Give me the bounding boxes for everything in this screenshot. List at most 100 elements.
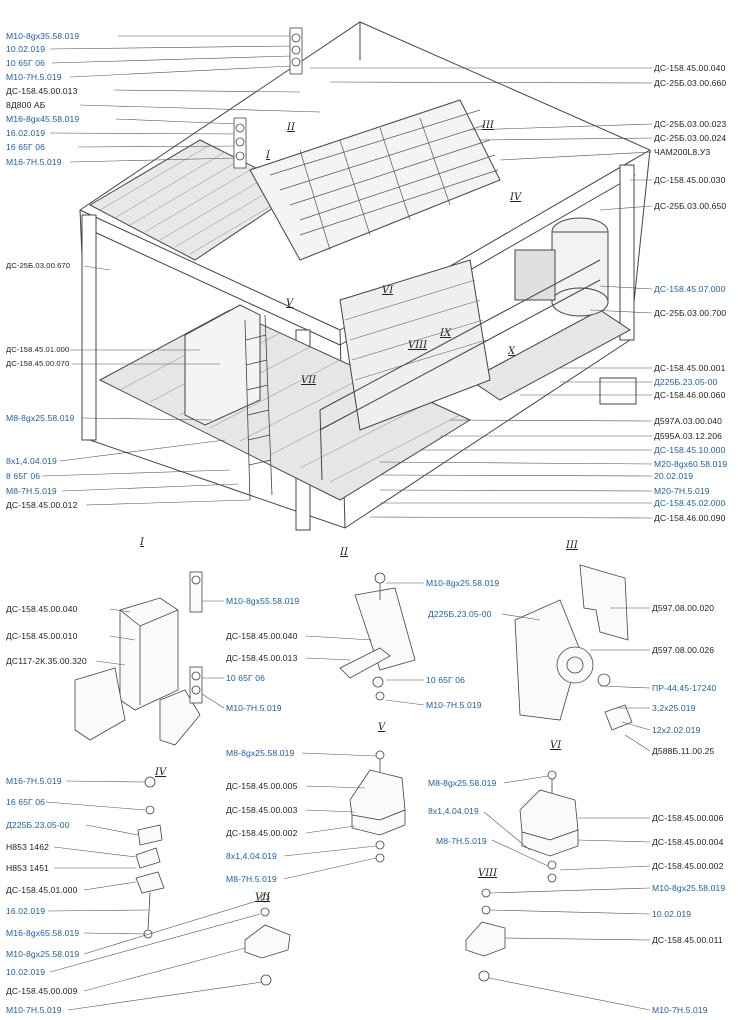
detail-IV-label-1462: Н853 1462 — [6, 842, 49, 852]
detail-VII-drawing — [244, 893, 291, 986]
detail-III-label-d225b: Д225Б.23.05-00 — [428, 609, 492, 619]
detail-V-label-nut: М8-7Н.5.019 — [226, 874, 277, 884]
detail-III-label-020: Д597.08.00.020 — [652, 603, 715, 613]
label-part-070: ДС-158.45.00.070 — [6, 359, 70, 368]
detail-V-label-002: ДС-158.45.00.002 — [226, 828, 298, 838]
detail-II-label-040: ДС-158.45.00.040 — [226, 631, 298, 641]
label-m20-nut: М20-7Н.5.019 — [654, 486, 710, 496]
label-part-650: ДС-25Б.03.00.650 — [654, 201, 727, 211]
label-m16-nut: М16-7Н.5.019 — [6, 157, 62, 167]
label-d225b: Д225Б.23.05-00 — [654, 377, 718, 387]
label-part-013: ДС-158.45.00.013 — [6, 86, 78, 96]
detail-III-label-pin: 3,2х25.019 — [652, 703, 696, 713]
label-washer-16: 16.02.019 — [6, 128, 46, 138]
detail-IV-label-washer: 16.02.019 — [6, 906, 46, 916]
label-8d800: 8Д800 АБ — [6, 100, 46, 110]
detail-III-label-026: Д597.08.00.026 — [652, 645, 715, 655]
detail-II-label-013: ДС-158.45.00.013 — [226, 653, 298, 663]
detail-IV-label-bolt: М16-8gх65.58.019 — [6, 928, 80, 938]
label-part-024: ДС-25Б.03.00.024 — [654, 133, 727, 143]
detail-IV-drawing — [135, 776, 165, 939]
label-m20-bolt: М20-8gх60.58.019 — [654, 459, 728, 469]
label-d597a: Д597А.03.00.040 — [654, 416, 723, 426]
detail-VI-drawing — [519, 770, 579, 883]
label-part-670: ДС-25Б.03.00.670 — [6, 261, 71, 270]
detail-VI-label-washer: 8х1,4.04.019 — [428, 806, 479, 816]
detail-V-label-washer: 8х1,4.04.019 — [226, 851, 277, 861]
detail-II-label-nut: М10-7Н.5.019 — [426, 700, 482, 710]
marker-VIII: VIII — [408, 340, 428, 351]
marker-VI: VI — [382, 285, 394, 296]
detail-VI-label-nut: М8-7Н.5.019 — [436, 836, 487, 846]
detail-IV-title: IV — [155, 767, 167, 778]
label-part-040: ДС-158.45.00.040 — [654, 63, 726, 73]
detail-II-drawing — [339, 572, 416, 701]
label-m8-bolt: М8-8gх25.58.019 — [6, 413, 75, 423]
detail-IV-leaders — [45, 780, 149, 935]
detail-VI-label-bolt: М8-8gх25.58.019 — [428, 778, 497, 788]
label-m8-nut: М8-7Н.5.019 — [6, 486, 57, 496]
detail-V-label-bolt: М8-8gх25.58.019 — [226, 748, 295, 758]
detail-VI-title: VI — [550, 740, 562, 751]
detail-VI-label-004: ДС-158.45.00.004 — [652, 837, 724, 847]
marker-IV: IV — [510, 192, 522, 203]
label-washer-10: 10.02.019 — [6, 44, 46, 54]
label-washer-20: 20.02.019 — [654, 471, 694, 481]
label-spring-washer-8: 8 65Г 06 — [6, 471, 41, 481]
detail-V-title: V — [378, 722, 386, 733]
detail-III-label-d588b: Д588Б.11.00.25 — [652, 746, 715, 756]
detail-VIII-label-bolt: М10-8gх25.58.019 — [652, 883, 726, 893]
label-part-030: ДС-158.45.00.030 — [654, 175, 726, 185]
detail-IV-label-spring: 16 65Г 06 — [6, 797, 46, 807]
detail-I-drawing — [74, 571, 203, 746]
detail-III-label-chain: ПР-44,45-17240 — [652, 683, 717, 693]
label-spring-washer-10: 10 65Г 06 — [6, 58, 46, 68]
label-m16-bolt: М16-8gх45.58.019 — [6, 114, 80, 124]
detail-III-drawing — [514, 564, 633, 731]
label-part-700: ДС-25Б.03.00.700 — [654, 308, 727, 318]
detail-III-leaders — [501, 607, 651, 752]
detail-I-title: I — [140, 537, 144, 548]
detail-VI-leaders — [483, 775, 651, 871]
detail-VII-leaders — [49, 899, 263, 1011]
detail-II-title: II — [340, 547, 348, 558]
detail-VII-label-bolt: М10-8gх25.58.019 — [6, 949, 80, 959]
detail-IV-label-d225b: Д225Б.23.05-00 — [6, 820, 70, 830]
label-motor: ЧАМ200L8.У3 — [654, 147, 711, 157]
detail-V-label-003: ДС-158.45.00.003 — [226, 805, 298, 815]
label-spring-washer-16: 16 65Г 06 — [6, 142, 46, 152]
detail-III-label-washer: 12х2.02.019 — [652, 725, 701, 735]
detail-I-label-bolt: М10-8gх55.58.019 — [226, 596, 300, 606]
detail-II-label-washer: 10 65Г 06 — [426, 675, 466, 685]
detail-VIII-leaders — [488, 887, 651, 1011]
detail-I-label-washer: 10 65Г 06 — [226, 673, 266, 683]
label-part-07000: ДС-158.45.07.000 — [654, 284, 726, 294]
detail-I-label-040: ДС-158.45.00.040 — [6, 604, 78, 614]
marker-III: III — [482, 120, 494, 131]
detail-VIII-drawing — [465, 888, 506, 982]
detail-II-label-bolt: М10-8gх25.58.019 — [426, 578, 500, 588]
label-m10-nut: М10-7Н.5.019 — [6, 72, 62, 82]
label-part-10000: ДС-158.45.10.000 — [654, 445, 726, 455]
marker-V: V — [286, 298, 294, 309]
detail-VII-label-009: ДС-158.45.00.009 — [6, 986, 78, 996]
label-m10-bolt: М10-8gх35.58.019 — [6, 31, 80, 41]
main-frame-drawing — [79, 21, 651, 531]
main-leaders-right — [310, 67, 653, 519]
detail-V-drawing — [349, 750, 406, 863]
main-leaders-left — [41, 35, 321, 506]
detail-VI-label-006: ДС-158.45.00.006 — [652, 813, 724, 823]
detail-VII-label-washer: 10.02.019 — [6, 967, 46, 977]
label-d595a: Д595А.03.12.206 — [654, 431, 723, 441]
detail-VII-label-nut: М10-7Н.5.019 — [6, 1005, 62, 1015]
main-fasteners — [233, 27, 303, 169]
detail-IV-label-1451: Н853 1451 — [6, 863, 49, 873]
detail-VII-title: VII — [255, 892, 271, 903]
detail-I-label-nut: М10-7Н.5.019 — [226, 703, 282, 713]
detail-II-leaders — [305, 582, 425, 706]
detail-V-label-005: ДС-158.45.00.005 — [226, 781, 298, 791]
label-part-660: ДС-25Б.03.00.660 — [654, 78, 727, 88]
detail-IV-label-01000: ДС-158.45.01.000 — [6, 885, 78, 895]
